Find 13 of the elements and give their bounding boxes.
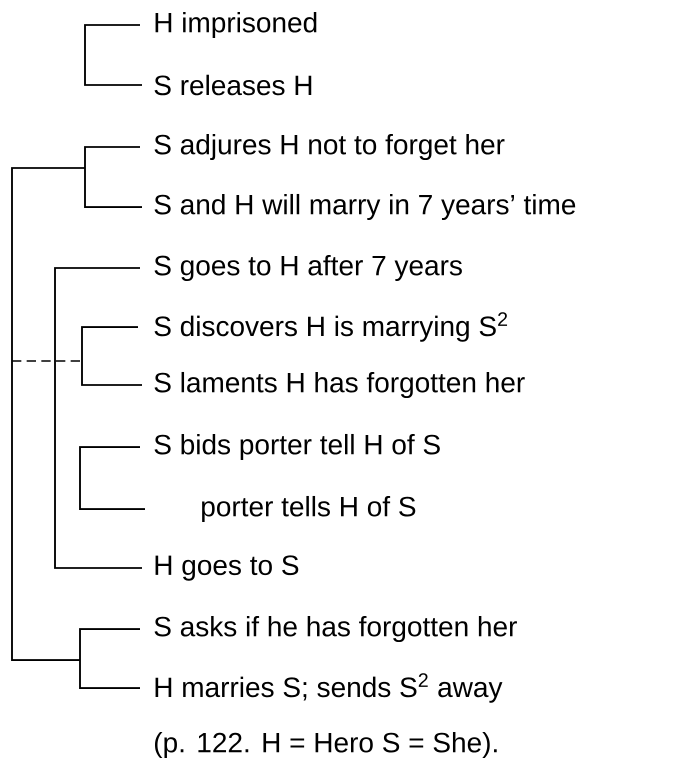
text-line: S bids porter tell H of S — [154, 434, 440, 460]
text-line: H imprisoned — [156, 12, 316, 38]
caption: (p. 122. H = Hero S = She). — [155, 732, 497, 758]
text-line: S asks if he has forgotten her — [154, 616, 517, 642]
text-line: S and H will marry in 7 years’ time — [154, 194, 576, 220]
text-line: S discovers H is marrying S$^{2}$ — [154, 312, 508, 342]
text-line: H goes to S — [156, 555, 298, 581]
text-line: S releases H — [154, 74, 312, 96]
text-line: porter tells H of S — [202, 496, 416, 522]
text-line: H marries S; sends S$^{2}$ away — [156, 673, 502, 703]
text-line: S adjures H not to forget her — [154, 134, 504, 160]
text-line: S goes to H after 7 years — [154, 254, 462, 282]
text-line: S laments H has forgotten her — [154, 372, 525, 398]
